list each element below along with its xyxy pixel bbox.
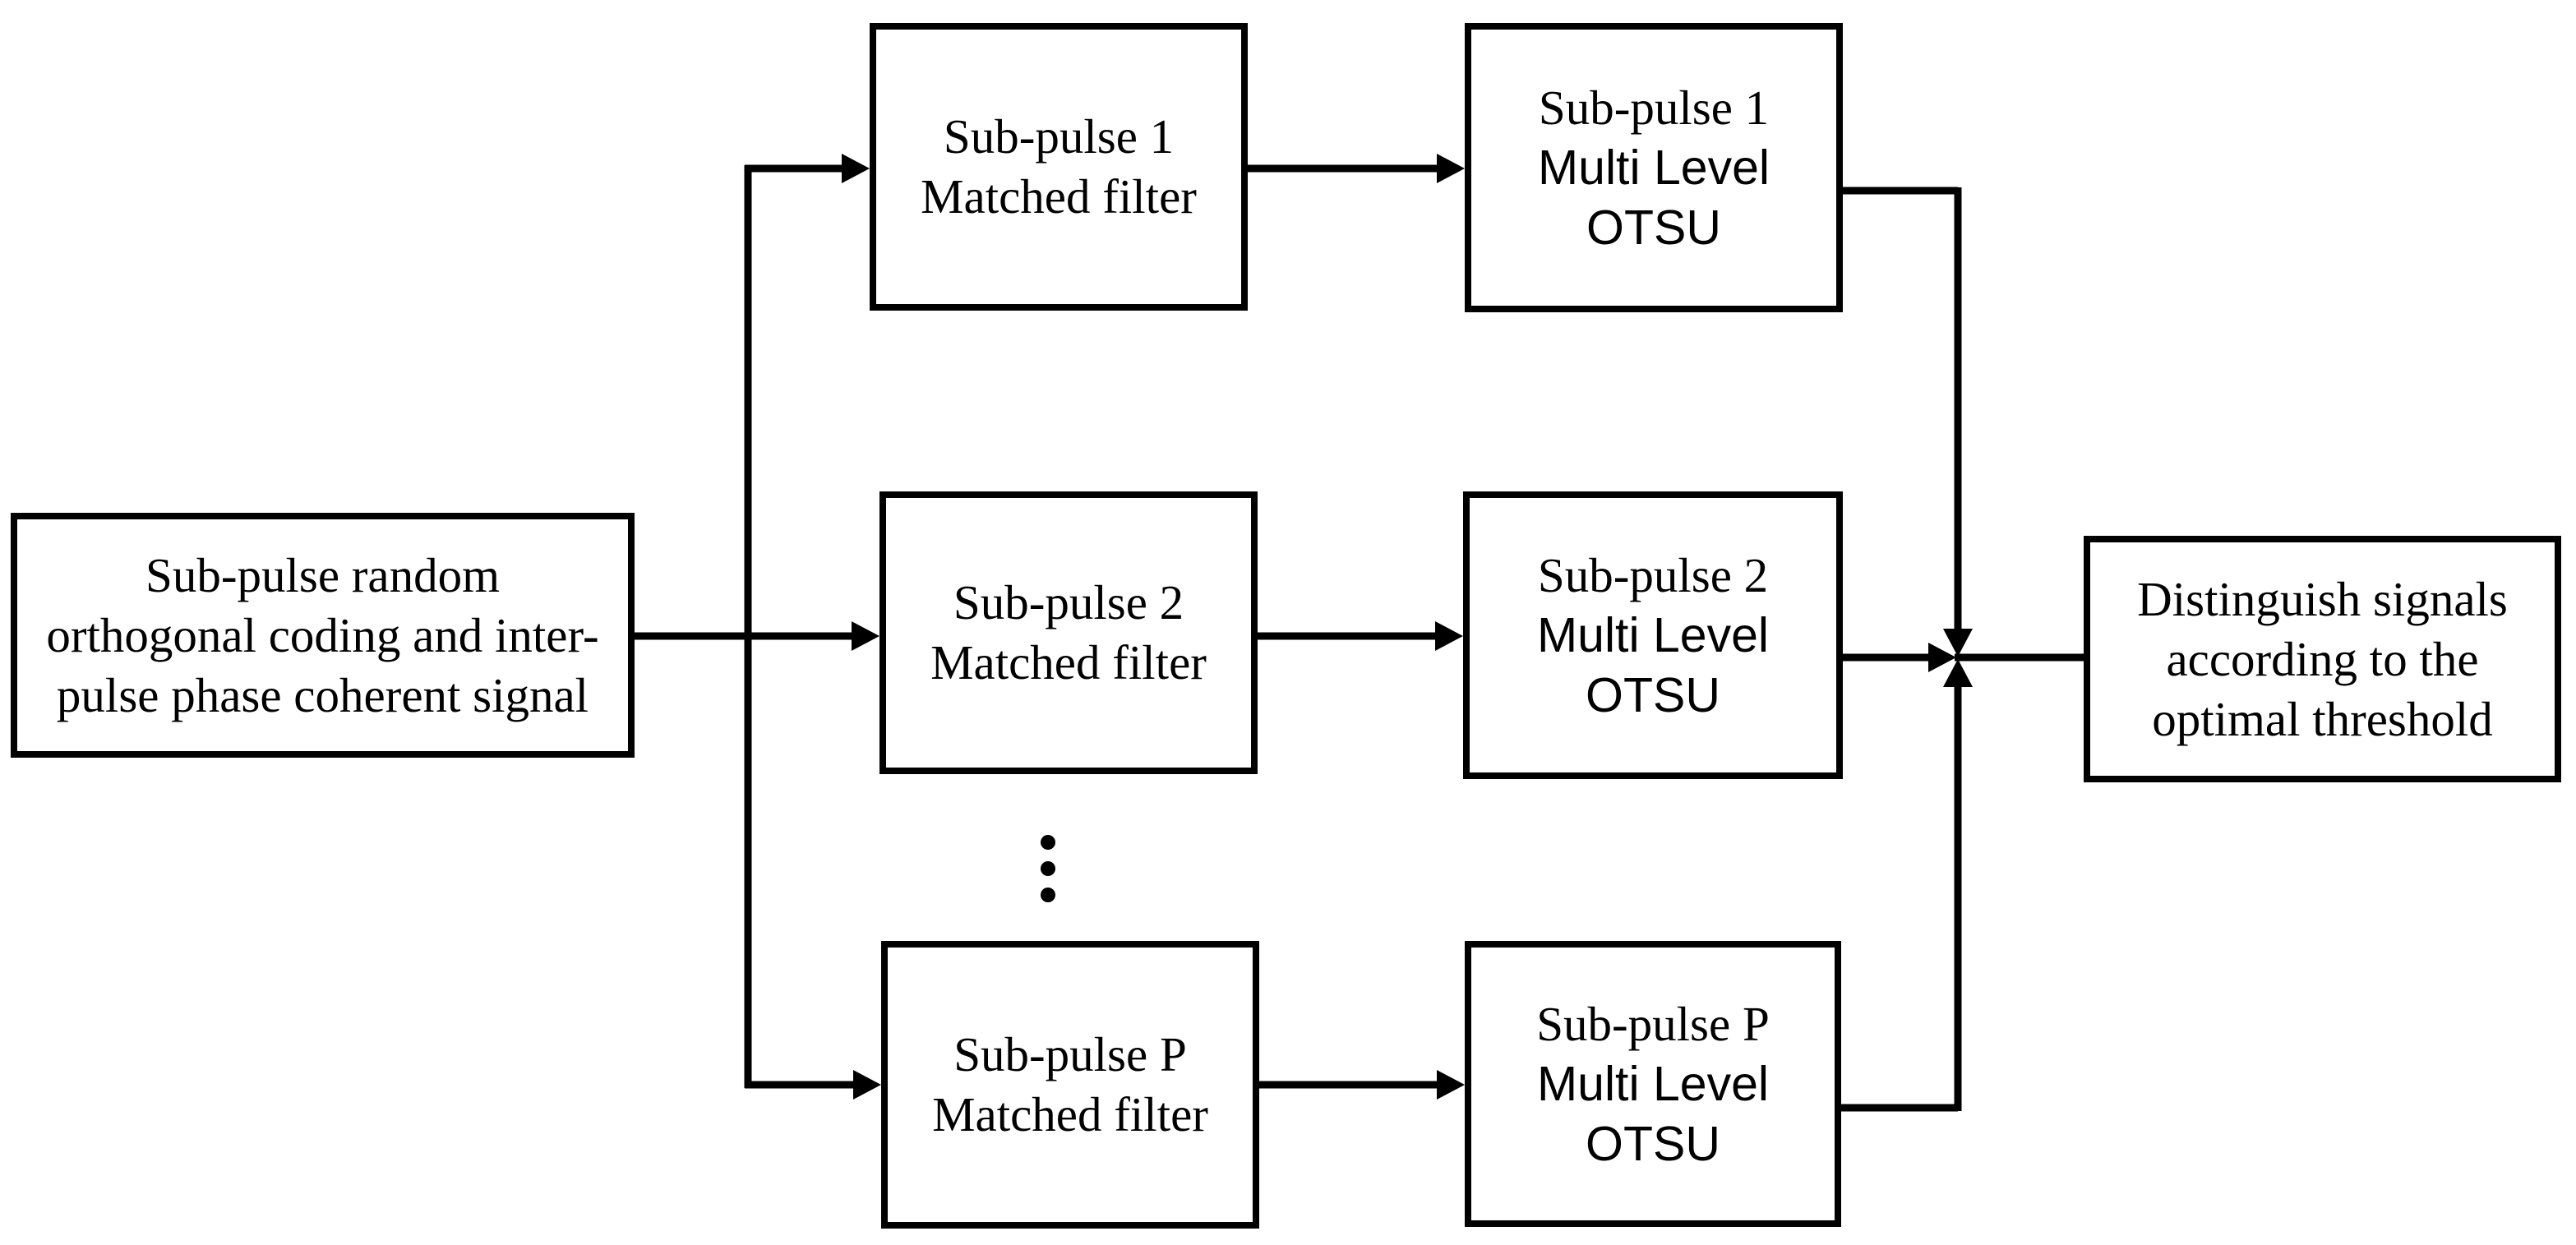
ellipsis-dot [1041, 835, 1055, 850]
matched-filter-P-box: Sub-pulse P Matched filter [881, 941, 1259, 1229]
box-text-line: OTSU [1586, 1116, 1720, 1171]
box-text-line: Sub-pulse 1 [1538, 80, 1770, 135]
connector-mf1-to-otsu1 [1247, 154, 1465, 183]
box-text-line: Multi Level [1537, 140, 1770, 195]
otsu-P-box: Sub-pulse P Multi Level OTSU [1465, 941, 1841, 1227]
box-text-line: Multi Level [1536, 607, 1769, 662]
box-text-line: Sub-pulse P [1536, 996, 1770, 1051]
box-text-line: Sub-pulse 2 [1537, 547, 1769, 602]
box-text-line: optimal threshold [2152, 691, 2493, 746]
box-text-line: OTSU [1586, 667, 1720, 722]
connector-branch-to-mf1 [745, 154, 870, 183]
ellipsis-dot [1041, 861, 1055, 876]
output-decision-box: Distinguish signals according to the opt… [2084, 536, 2561, 782]
box-text-line: Matched filter [932, 1087, 1208, 1141]
connector-mf2-to-otsu2 [1257, 621, 1463, 651]
box-text-line: Sub-pulse 1 [943, 109, 1175, 164]
otsu-2-box: Sub-pulse 2 Multi Level OTSU [1463, 491, 1843, 779]
otsu-1-box: Sub-pulse 1 Multi Level OTSU [1465, 23, 1843, 312]
box-text-line: Matched filter [930, 635, 1207, 689]
box-text-line: Distinguish signals [2137, 571, 2508, 626]
matched-filter-2-box: Sub-pulse 2 Matched filter [879, 491, 1258, 774]
box-text-line: according to the [2166, 631, 2479, 686]
box-text-line: Sub-pulse P [953, 1027, 1187, 1081]
ellipsis-dot [1041, 888, 1055, 902]
input-signal-box: Sub-pulse random orthogonal coding and i… [11, 513, 635, 758]
box-text-line: orthogonal coding and inter- [46, 607, 599, 662]
box-text-line: Sub-pulse 2 [953, 575, 1184, 629]
matched-filter-1-box: Sub-pulse 1 Matched filter [870, 23, 1248, 311]
connector-mfP-to-otsuP [1258, 1070, 1465, 1100]
box-text-line: Matched filter [921, 169, 1197, 224]
connector-otsu1-to-merge [1841, 187, 1973, 657]
connector-otsu2-to-merge [1843, 643, 1956, 672]
connector-otsuP-to-merge [1841, 659, 1973, 1112]
connector-branch-to-mfP [745, 1070, 881, 1100]
box-text-line: OTSU [1586, 200, 1721, 255]
box-text-line: Sub-pulse random [145, 547, 500, 602]
connector-input-to-mf2 [631, 621, 879, 651]
box-text-line: Multi Level [1536, 1056, 1769, 1111]
box-text-line: pulse phase coherent signal [56, 667, 589, 722]
